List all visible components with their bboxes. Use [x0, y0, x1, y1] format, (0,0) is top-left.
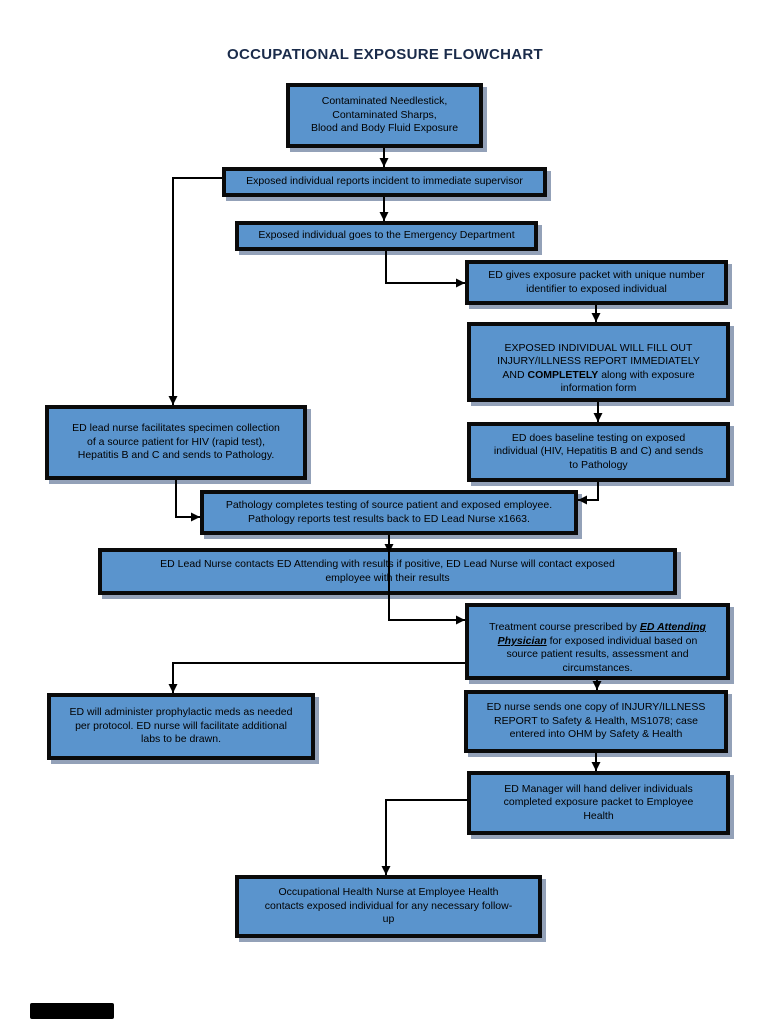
flow-box-specimen-collection-label: ED lead nurse facilitates specimen colle…: [72, 422, 280, 462]
flow-box-baseline-testing-label: ED does baseline testing on exposed indi…: [493, 431, 704, 471]
flow-box-baseline-testing: ED does baseline testing on exposed indi…: [467, 422, 730, 482]
flow-box-exposure-types-label: Contaminated Needlestick, Contaminated S…: [310, 95, 459, 135]
scan-artifact-bar: [30, 1003, 114, 1019]
flow-box-report-supervisor-label: Exposed individual reports incident to i…: [246, 175, 523, 188]
flow-box-pathology-testing: Pathology completes testing of source pa…: [200, 490, 578, 535]
flow-box-injury-report-copy: ED nurse sends one copy of INJURY/ILLNES…: [464, 690, 728, 753]
flow-box-exposure-packet-label: ED gives exposure packet with unique num…: [488, 268, 705, 295]
flow-box-prophylactic-meds: ED will administer prophylactic meds as …: [47, 693, 315, 760]
flow-box-specimen-collection: ED lead nurse facilitates specimen colle…: [45, 405, 307, 480]
flow-box-treatment-course-label: Treatment course prescribed by ED Attend…: [489, 621, 706, 674]
flow-box-go-emergency-label: Exposed individual goes to the Emergency…: [258, 229, 515, 242]
flow-box-injury-report-copy-label: ED nurse sends one copy of INJURY/ILLNES…: [486, 701, 706, 741]
flow-box-health-nurse-followup-label: Occupational Health Nurse at Employee He…: [264, 886, 513, 926]
flow-box-exposure-types: Contaminated Needlestick, Contaminated S…: [286, 83, 483, 148]
page-title: OCCUPATIONAL EXPOSURE FLOWCHART: [227, 46, 543, 63]
flow-box-contact-attending-label: ED Lead Nurse contacts ED Attending with…: [160, 557, 615, 584]
flow-box-pathology-testing-label: Pathology completes testing of source pa…: [225, 498, 553, 525]
flow-box-contact-attending: ED Lead Nurse contacts ED Attending with…: [98, 548, 677, 595]
flow-box-prophylactic-meds-label: ED will administer prophylactic meds as …: [69, 706, 293, 746]
flow-box-hand-deliver-packet-label: ED Manager will hand deliver individuals…: [503, 782, 694, 822]
flow-box-hand-deliver-packet: ED Manager will hand deliver individuals…: [467, 771, 730, 835]
flow-box-exposure-packet: ED gives exposure packet with unique num…: [465, 260, 728, 305]
flow-box-report-supervisor: Exposed individual reports incident to i…: [222, 167, 547, 197]
flow-box-fill-out-report-label: EXPOSED INDIVIDUAL WILL FILL OUT INJURY/…: [497, 341, 700, 395]
flow-box-health-nurse-followup: Occupational Health Nurse at Employee He…: [235, 875, 542, 938]
flow-box-treatment-course: Treatment course prescribed by ED Attend…: [465, 603, 730, 680]
flow-box-go-emergency: Exposed individual goes to the Emergency…: [235, 221, 538, 251]
flow-box-fill-out-report: EXPOSED INDIVIDUAL WILL FILL OUT INJURY/…: [467, 322, 730, 402]
